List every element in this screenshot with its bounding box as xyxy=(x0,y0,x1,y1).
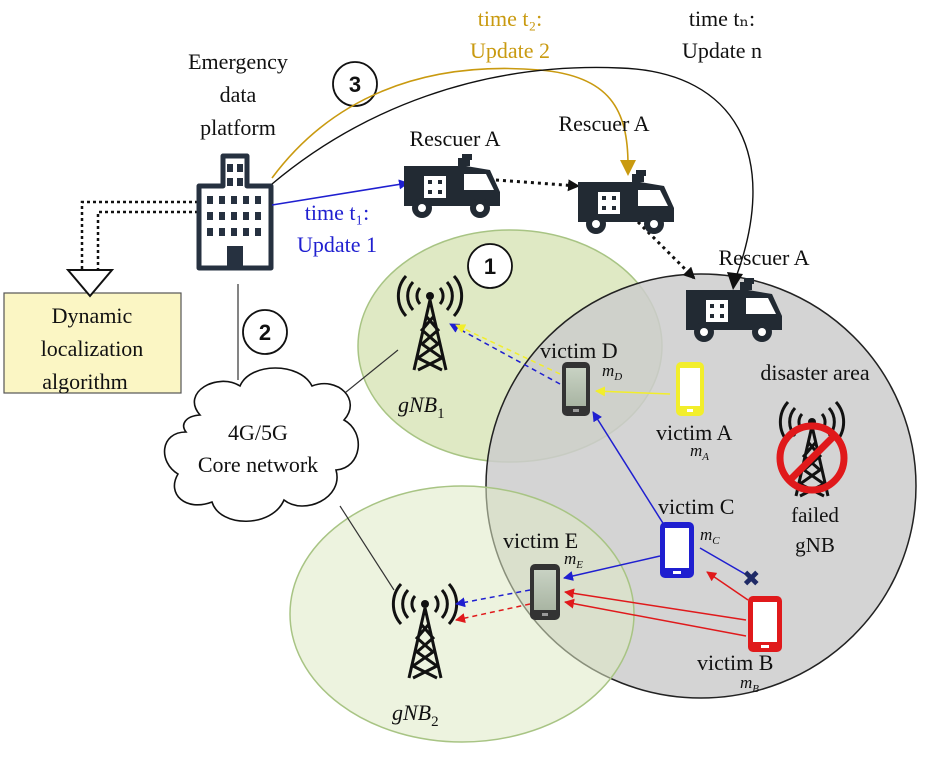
platform-label-line2: data xyxy=(220,82,257,107)
ambulance-2-icon xyxy=(578,170,674,234)
ambulance-1-icon xyxy=(404,154,500,218)
core-network-cloud xyxy=(163,367,359,522)
update-2-label: Update 2 xyxy=(470,38,550,63)
update-1-arrow xyxy=(271,179,409,206)
victim-c-label: victim C xyxy=(658,494,734,519)
victim-c-phone-icon xyxy=(660,522,694,578)
victim-c-to-failed-blocked xyxy=(699,547,746,575)
core-gnb2-link xyxy=(339,505,395,591)
building-icon xyxy=(196,153,274,271)
victim-e-to-gnb2-dashed-blue xyxy=(455,589,531,608)
core-label-line1: 4G/5G xyxy=(228,420,288,445)
victim-d-phone-icon xyxy=(562,362,590,416)
gnb2-label: gNB2 xyxy=(392,700,439,730)
victim-c-to-d-arrow xyxy=(592,411,667,529)
victim-b-to-e-arrow-1 xyxy=(564,588,747,621)
victim-b-to-c-arrow xyxy=(706,571,749,601)
rescuer-1-label: Rescuer A xyxy=(409,126,500,151)
victim-e-label: victim E xyxy=(503,528,578,553)
update-1-label: Update 1 xyxy=(297,232,377,257)
failed-gnb-icon xyxy=(776,400,848,498)
victim-a-label: victim A xyxy=(656,420,733,445)
core-label-line2: Core network xyxy=(198,452,318,477)
victim-d-symbol: mD xyxy=(602,361,622,383)
victim-b-phone-icon xyxy=(748,596,782,652)
svg-text:3: 3 xyxy=(349,72,361,97)
update-1-time: time t₁: xyxy=(305,200,370,225)
rescuer-path-2 xyxy=(636,220,696,280)
victim-a-symbol: mA xyxy=(690,441,709,463)
update-2-time: time t₂: xyxy=(478,6,543,31)
victim-c-to-e-arrow xyxy=(563,555,661,581)
platform-to-algorithm-arrow xyxy=(65,200,198,298)
rescuer-path-1 xyxy=(495,178,580,192)
step-3-marker: 3 xyxy=(332,61,378,107)
victim-a-to-d-arrow xyxy=(595,386,671,397)
failed-gnb-label-line1: failed xyxy=(791,503,839,527)
update-2-arrowhead xyxy=(620,160,636,176)
rescuer-2-label: Rescuer A xyxy=(558,111,649,136)
platform-label-line3: platform xyxy=(200,115,276,140)
victim-c-symbol: mC xyxy=(700,525,720,547)
victim-b-symbol: mB xyxy=(740,673,759,695)
svg-text:2: 2 xyxy=(259,320,271,345)
step-1-marker: 1 xyxy=(467,243,513,289)
update-n-arrowhead xyxy=(727,272,743,290)
algorithm-label-line1: Dynamic xyxy=(52,303,133,328)
disaster-area-label: disaster area xyxy=(760,360,870,385)
algorithm-box xyxy=(3,292,182,394)
victim-d-to-gnb1-dashed-blue xyxy=(449,323,561,385)
svg-text:1: 1 xyxy=(484,254,496,279)
victim-d-label: victim D xyxy=(540,338,618,363)
victim-e-phone-icon xyxy=(530,564,560,620)
step-2-marker: 2 xyxy=(242,309,288,355)
blocked-x-icon: ✖ xyxy=(742,567,760,592)
update-n-time: time tₙ: xyxy=(689,6,755,31)
update-2-arrow xyxy=(271,67,629,179)
failed-gnb-label-line2: gNB xyxy=(795,533,835,557)
victim-e-to-gnb2-dashed-red xyxy=(455,603,531,623)
update-n-arrow xyxy=(271,66,754,281)
algorithm-label-line3: algorithm xyxy=(42,369,128,394)
victim-e-symbol: mE xyxy=(564,549,583,571)
algorithm-label-line2: localization xyxy=(41,336,144,361)
update-n-label: Update n xyxy=(682,38,762,63)
rescuer-3-label: Rescuer A xyxy=(718,245,809,270)
victim-a-phone-icon xyxy=(676,362,704,416)
platform-label-line1: Emergency xyxy=(188,49,288,74)
victim-b-to-e-arrow-2 xyxy=(564,598,747,637)
victim-d-to-gnb1-dashed-yellow xyxy=(455,324,561,375)
victim-b-label: victim B xyxy=(697,650,773,675)
gnb1-label: gNB1 xyxy=(398,392,445,422)
gnb2-coverage-cell xyxy=(289,485,635,743)
